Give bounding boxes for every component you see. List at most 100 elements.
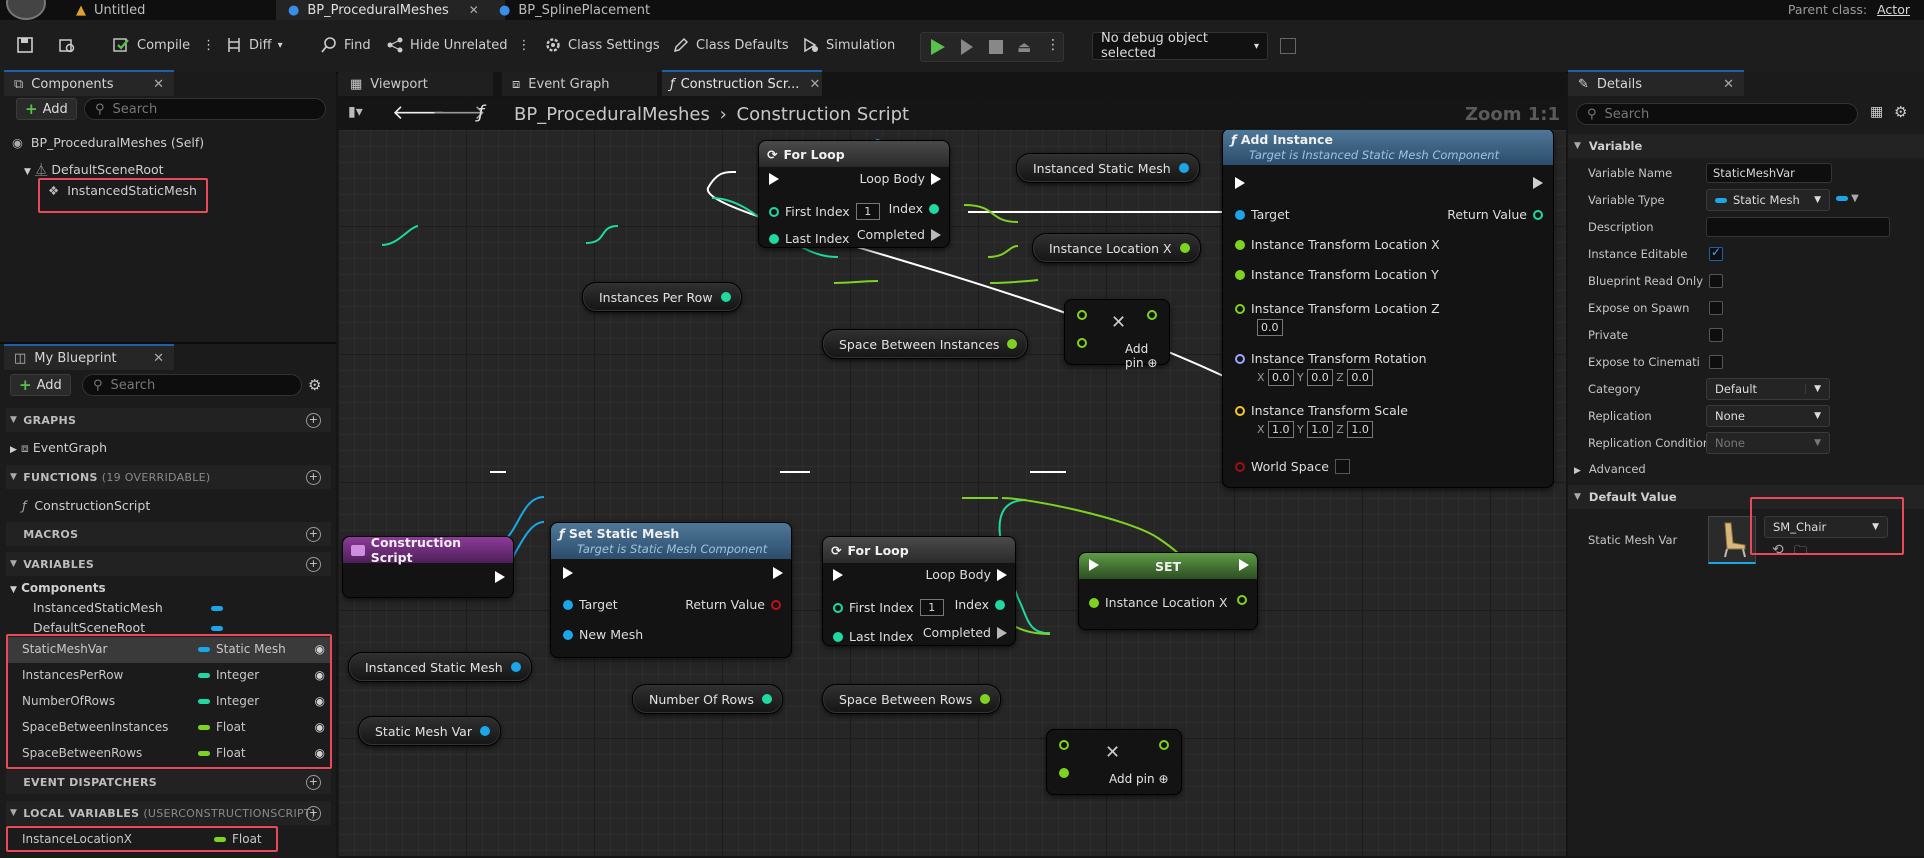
world-space-checkbox[interactable] [1334,459,1350,474]
first-index-input[interactable]: 1 [855,203,880,220]
category-select[interactable]: Default ▼ [1706,378,1830,400]
component-self[interactable]: ◉ BP_ProceduralMeshes (Self) [12,135,205,150]
description-field[interactable] [1706,217,1890,237]
scale-z-input[interactable]: 1.0 [1347,421,1373,438]
browse-button[interactable] [58,32,76,58]
details-search-input[interactable]: ⚲ Search [1576,103,1858,125]
unreal-logo[interactable] [6,0,46,20]
index-pin[interactable]: Index [955,597,1005,612]
variable-type-select[interactable]: Static Mesh ▼ [1706,189,1830,211]
instance-location-x-pin[interactable]: Instance Location X [1089,595,1228,610]
debug-browse-icon[interactable] [1280,38,1296,54]
section-local-variables[interactable]: ▼ LOCAL VARIABLES (USERCONSTRUCTIONSCRIP… [6,801,331,825]
compile-button[interactable]: Compile ⋮ [113,32,215,58]
section-variables[interactable]: ▼ VARIABLES + [6,552,331,576]
get-number-of-rows-node[interactable]: Number Of Rows [632,684,783,714]
section-functions[interactable]: ▼ FUNCTIONS (19 OVERRIDABLE) + [6,465,331,489]
location-y-pin[interactable]: Instance Transform Location Y [1235,267,1439,282]
last-index-pin[interactable]: Last Index [769,231,849,246]
variables-components-group[interactable]: ▼ Components [10,581,106,595]
tab-untitled[interactable]: ▲ Untitled [76,2,146,18]
scale-y-input[interactable]: 1.0 [1307,421,1333,438]
add-graph-icon[interactable]: + [306,413,321,428]
more-options-icon[interactable]: ⋮ [1046,37,1060,53]
section-event-dispatchers[interactable]: ▼ EVENT DISPATCHERS + [6,770,331,794]
save-button[interactable] [16,32,34,58]
add-pin-button[interactable]: Add pin ⊕ [1125,342,1158,370]
parent-class-link[interactable]: Actor [1877,2,1910,17]
container-type-select[interactable]: ▼ [1836,193,1859,204]
get-instanced-static-mesh-node[interactable]: Instanced Static Mesh [1016,153,1200,183]
location-z-pin[interactable]: Instance Transform Location Z [1235,301,1440,316]
eye-icon[interactable]: ◉ [314,694,325,708]
instance-editable-checkbox[interactable]: ✓ [1709,245,1723,261]
completed-pin[interactable]: Completed [923,625,1007,640]
component-variable[interactable]: InstancedStaticMesh [33,600,163,615]
more-options-icon[interactable]: ⋮ [202,37,216,53]
get-static-mesh-var-node[interactable]: Static Mesh Var [358,716,501,746]
close-icon[interactable]: ✕ [153,350,164,366]
return-value-pin[interactable]: Return Value [1447,207,1543,222]
find-button[interactable]: Find [320,32,371,58]
gear-icon[interactable]: ⚙ [308,376,322,394]
scale-x-input[interactable]: 1.0 [1268,421,1294,438]
add-instance-node[interactable]: ƒ Add Instance Target is Instanced Stati… [1222,128,1554,488]
add-component-button[interactable]: + Add [16,98,77,120]
math-output-pin[interactable] [1147,310,1157,320]
completed-pin[interactable]: Completed [857,227,941,242]
components-search-input[interactable]: ⚲ Search [84,98,326,120]
my-blueprint-search-input[interactable]: ⚲ Search [82,374,302,396]
variable-name-field[interactable]: StaticMeshVar [1706,163,1832,183]
back-arrow-icon[interactable]: 🡐 [392,100,446,124]
private-checkbox[interactable] [1709,328,1723,342]
exec-out-pin[interactable] [1533,177,1543,189]
get-instance-location-x-node[interactable]: Instance Location X [1032,233,1201,263]
tab-viewport[interactable]: ▦Viewport [338,72,493,96]
loop-body-pin[interactable]: Loop Body [925,567,1007,582]
variable-row-space-between-rows[interactable]: SpaceBetweenRows Float ◉ [22,746,325,760]
step-icon[interactable] [961,39,973,55]
set-output-pin[interactable] [1237,595,1247,605]
add-pin-button[interactable]: Add pin ⊕ [1109,772,1169,786]
get-space-between-instances-node[interactable]: Space Between Instances [822,329,1029,359]
get-instances-per-row-node[interactable]: Instances Per Row [582,282,742,312]
index-pin[interactable]: Index [889,201,939,216]
math-input-b-pin[interactable] [1077,338,1087,348]
simulation-button[interactable]: Simulation [802,32,895,58]
component-default-scene-root[interactable]: ▼ ⏅ DefaultSceneRoot [24,162,164,177]
math-output-pin[interactable] [1159,740,1169,750]
math-node-top[interactable]: ✕ Add pin ⊕ [1064,299,1170,370]
close-icon[interactable]: ✕ [1723,76,1734,92]
rotation-y-input[interactable]: 0.0 [1307,369,1333,386]
exec-out-pin[interactable] [1239,559,1249,571]
class-settings-button[interactable]: Class Settings [544,32,660,58]
eye-icon[interactable]: ◉ [314,668,325,682]
variable-row-space-between-instances[interactable]: SpaceBetweenInstances Float ◉ [22,720,325,734]
reset-icon[interactable]: ⟲ [1772,542,1784,558]
debug-object-select[interactable]: No debug object selected ▾ [1092,31,1268,61]
add-macro-icon[interactable]: + [306,527,321,542]
blueprint-read-only-checkbox[interactable] [1709,274,1723,288]
tab-details[interactable]: ✎ Details ✕ [1568,70,1744,96]
math-input-a-pin[interactable] [1077,310,1087,320]
add-local-variable-icon[interactable]: + [306,806,321,821]
tab-bp-spline-placement[interactable]: ● BP_SplinePlacement [499,2,651,18]
construction-script-event-node[interactable]: Construction Script [342,535,514,598]
section-graphs[interactable]: ▼ GRAPHS + [6,408,331,432]
local-variable-row[interactable]: InstanceLocationX Float [22,832,262,846]
tab-my-blueprint[interactable]: ◫ My Blueprint ✕ [4,344,174,370]
rotation-pin[interactable]: Instance Transform Rotation [1235,351,1427,366]
variable-row-instances-per-row[interactable]: InstancesPerRow Integer ◉ [22,668,325,682]
get-space-between-rows-node[interactable]: Space Between Rows [822,684,1002,714]
component-instanced-static-mesh[interactable]: ❖ InstancedStaticMesh [48,183,197,198]
section-variable[interactable]: ▼Variable [1568,134,1924,158]
add-dispatcher-icon[interactable]: + [306,775,321,790]
gear-icon[interactable]: ⚙ [1894,103,1908,121]
set-instance-location-x-node[interactable]: SET Instance Location X [1078,552,1258,630]
add-function-icon[interactable]: + [306,470,321,485]
browse-folder-icon[interactable]: 🗀 [1794,544,1808,559]
get-instanced-static-mesh-node[interactable]: Instanced Static Mesh [348,652,532,682]
